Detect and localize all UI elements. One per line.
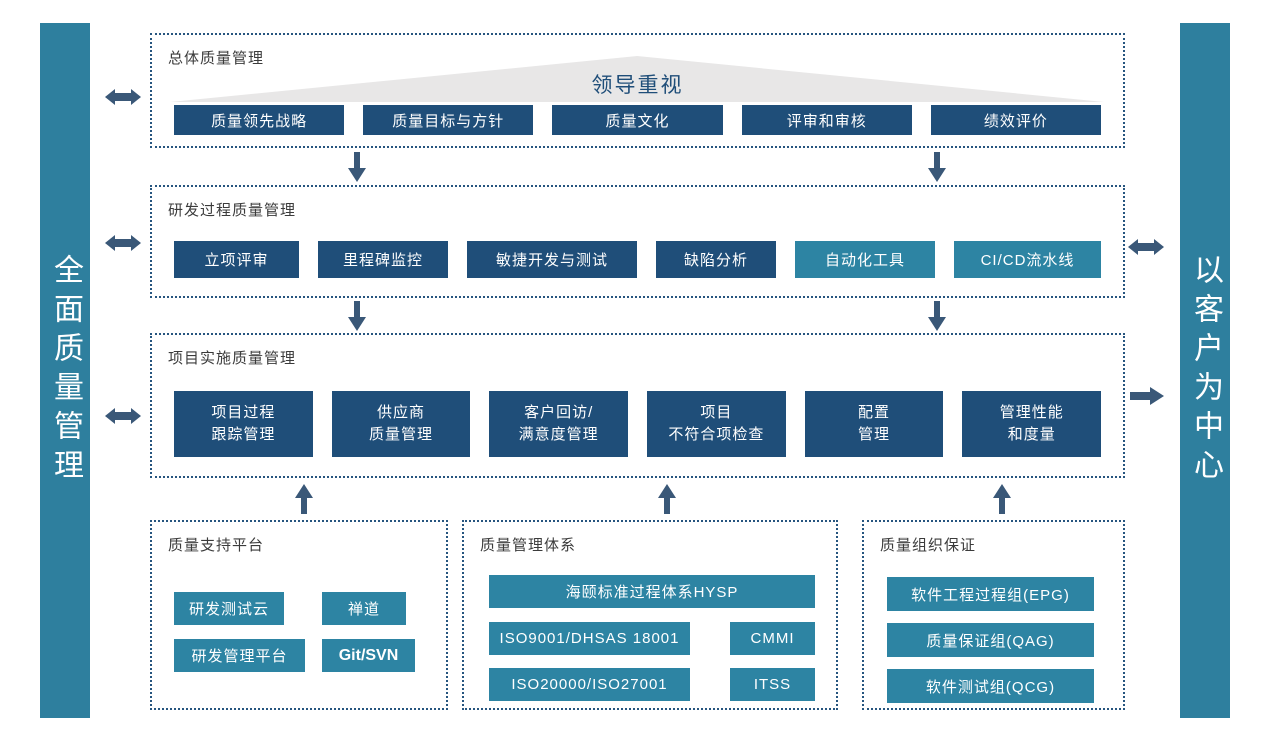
- item-project-approval-review: 立项评审: [174, 241, 299, 278]
- item-quality-culture: 质量文化: [552, 105, 723, 135]
- item-epg-group: 软件工程过程组(EPG): [887, 577, 1094, 611]
- item-hysp-standard-process: 海颐标准过程体系HYSP: [489, 575, 815, 608]
- item-rd-management-platform: 研发管理平台: [174, 639, 305, 672]
- leadership-triangle-icon: [170, 56, 1104, 102]
- item-iso20000-iso27001: ISO20000/ISO27001: [489, 668, 690, 701]
- item-project-process-tracking: 项目过程 跟踪管理: [174, 391, 313, 457]
- item-qag-group: 质量保证组(QAG): [887, 623, 1094, 657]
- section-overall-quality: 总体质量管理 领导重视 质量领先战略 质量目标与方针 质量文化 评审和审核 绩效…: [150, 33, 1125, 148]
- section-system-title: 质量管理体系: [480, 537, 577, 554]
- item-defect-analysis: 缺陷分析: [656, 241, 776, 278]
- item-configuration-management: 配置 管理: [804, 391, 944, 457]
- item-cicd-pipeline: CI/CD流水线: [954, 241, 1101, 278]
- down-arrow-icon: [348, 152, 366, 182]
- double-arrow-icon: [105, 88, 141, 106]
- item-zentao: 禅道: [322, 592, 406, 625]
- right-arrow-icon: [1130, 387, 1164, 405]
- item-cmmi: CMMI: [730, 622, 815, 655]
- item-milestone-monitoring: 里程碑监控: [318, 241, 448, 278]
- item-git-svn: Git/SVN: [322, 639, 415, 672]
- section-rnd-title: 研发过程质量管理: [168, 202, 297, 219]
- section-rnd-process-quality: 研发过程质量管理 立项评审 里程碑监控 敏捷开发与测试 缺陷分析 自动化工具 C…: [150, 185, 1125, 298]
- leadership-banner: 领导重视: [591, 74, 684, 97]
- left-bar-total-quality: 全面质量管理: [40, 23, 90, 718]
- section-platform-title: 质量支持平台: [168, 537, 265, 554]
- item-quality-leading-strategy: 质量领先战略: [174, 105, 345, 135]
- up-arrow-icon: [658, 484, 676, 514]
- section-project-title: 项目实施质量管理: [168, 350, 297, 367]
- section-quality-support-platform: 质量支持平台 研发测试云 禅道 研发管理平台 Git/SVN: [150, 520, 448, 710]
- down-arrow-icon: [928, 301, 946, 331]
- overall-items-row: 质量领先战略 质量目标与方针 质量文化 评审和审核 绩效评价: [174, 105, 1102, 135]
- double-arrow-icon: [1128, 238, 1164, 256]
- section-project-implementation-quality: 项目实施质量管理 项目过程 跟踪管理 供应商 质量管理 客户回访/ 满意度管理 …: [150, 333, 1125, 478]
- item-quality-goals-policy: 质量目标与方针: [363, 105, 534, 135]
- right-bar-customer-centric: 以客户为中心: [1180, 23, 1230, 718]
- item-itss: ITSS: [730, 668, 815, 701]
- up-arrow-icon: [295, 484, 313, 514]
- item-qcg-group: 软件测试组(QCG): [887, 669, 1094, 703]
- item-automation-tools: 自动化工具: [795, 241, 935, 278]
- up-arrow-icon: [993, 484, 1011, 514]
- down-arrow-icon: [348, 301, 366, 331]
- right-bar-label: 以客户为中心: [1189, 253, 1222, 488]
- section-quality-organization: 质量组织保证 软件工程过程组(EPG) 质量保证组(QAG) 软件测试组(QCG…: [862, 520, 1125, 710]
- section-organization-title: 质量组织保证: [880, 537, 977, 554]
- item-project-nonconformity-check: 项目 不符合项检查: [647, 391, 786, 457]
- double-arrow-icon: [105, 407, 141, 425]
- left-bar-label: 全面质量管理: [49, 253, 82, 488]
- item-performance-evaluation: 绩效评价: [930, 105, 1102, 135]
- rnd-items-row: 立项评审 里程碑监控 敏捷开发与测试 缺陷分析 自动化工具 CI/CD流水线: [174, 241, 1101, 278]
- double-arrow-icon: [105, 234, 141, 252]
- item-customer-visit-satisfaction: 客户回访/ 满意度管理: [489, 391, 629, 457]
- item-rd-test-cloud: 研发测试云: [174, 592, 284, 625]
- project-items-row: 项目过程 跟踪管理 供应商 质量管理 客户回访/ 满意度管理 项目 不符合项检查…: [174, 391, 1102, 457]
- section-quality-management-system: 质量管理体系 海颐标准过程体系HYSP ISO9001/DHSAS 18001 …: [462, 520, 838, 710]
- down-arrow-icon: [928, 152, 946, 182]
- item-agile-dev-testing: 敏捷开发与测试: [467, 241, 637, 278]
- item-review-audit: 评审和审核: [741, 105, 912, 135]
- item-iso9001-dhsas18001: ISO9001/DHSAS 18001: [489, 622, 690, 655]
- item-performance-measurement: 管理性能 和度量: [962, 391, 1102, 457]
- item-supplier-quality: 供应商 质量管理: [331, 391, 471, 457]
